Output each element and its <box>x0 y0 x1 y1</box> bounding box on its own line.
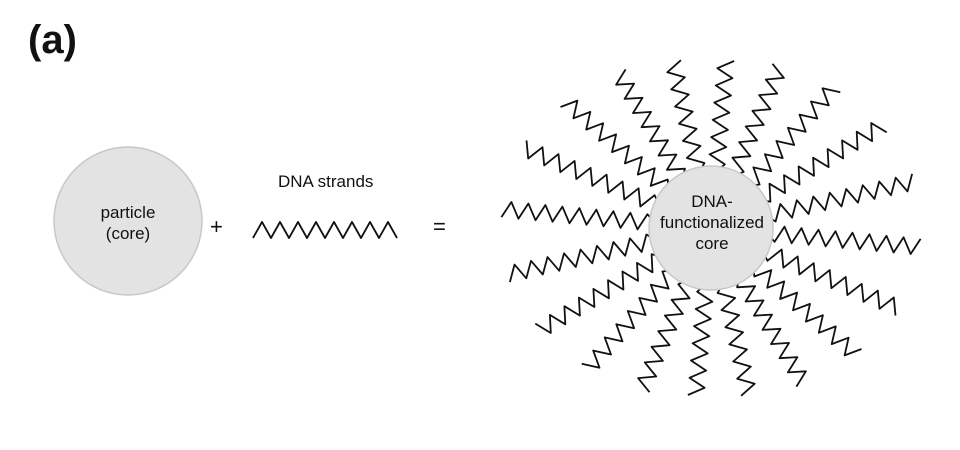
radial-dna-strand <box>765 173 913 223</box>
plus-sign: + <box>210 214 223 239</box>
radial-dna-strand <box>747 87 841 187</box>
radial-dna-strand <box>758 122 888 203</box>
radial-dna-strand <box>731 63 785 178</box>
panel-label: (a) <box>28 18 77 62</box>
radial-dna-strand <box>687 283 714 396</box>
radial-dna-strand <box>615 68 686 181</box>
radial-dna-strand <box>752 264 862 357</box>
dna-strands-caption: DNA strands <box>278 172 374 191</box>
particle-label-line1: particle <box>100 203 156 222</box>
radial-dna-strand <box>581 269 675 369</box>
radial-dna-strand <box>716 282 756 397</box>
radial-dna-strand <box>509 233 657 283</box>
equals-sign: = <box>433 214 446 239</box>
particle-label-line2: (core) <box>105 224 151 243</box>
functionalized-core-label: DNA- functionalized core <box>646 191 778 254</box>
radial-dna-strand <box>761 248 897 316</box>
dna-strand-sample <box>252 221 398 239</box>
functionalized-label-line1: DNA- <box>691 192 733 211</box>
radial-dna-strands <box>500 59 922 397</box>
radial-dna-strand <box>736 275 807 388</box>
radial-dna-strand <box>637 278 691 393</box>
radial-dna-strand <box>708 60 735 173</box>
functionalized-label-line3: core <box>695 234 729 253</box>
radial-dna-strand <box>525 140 661 208</box>
functionalized-label-line2: functionalized <box>660 213 764 232</box>
radial-dna-strand <box>666 59 706 174</box>
particle-core-label: particle (core) <box>55 202 201 244</box>
particle-core-circle <box>53 146 203 296</box>
radial-dna-strand <box>534 253 664 334</box>
radial-dna-strand <box>766 225 922 255</box>
radial-dna-strand <box>560 99 670 192</box>
radial-dna-strand <box>500 201 656 231</box>
functionalized-core-circle <box>648 165 774 291</box>
